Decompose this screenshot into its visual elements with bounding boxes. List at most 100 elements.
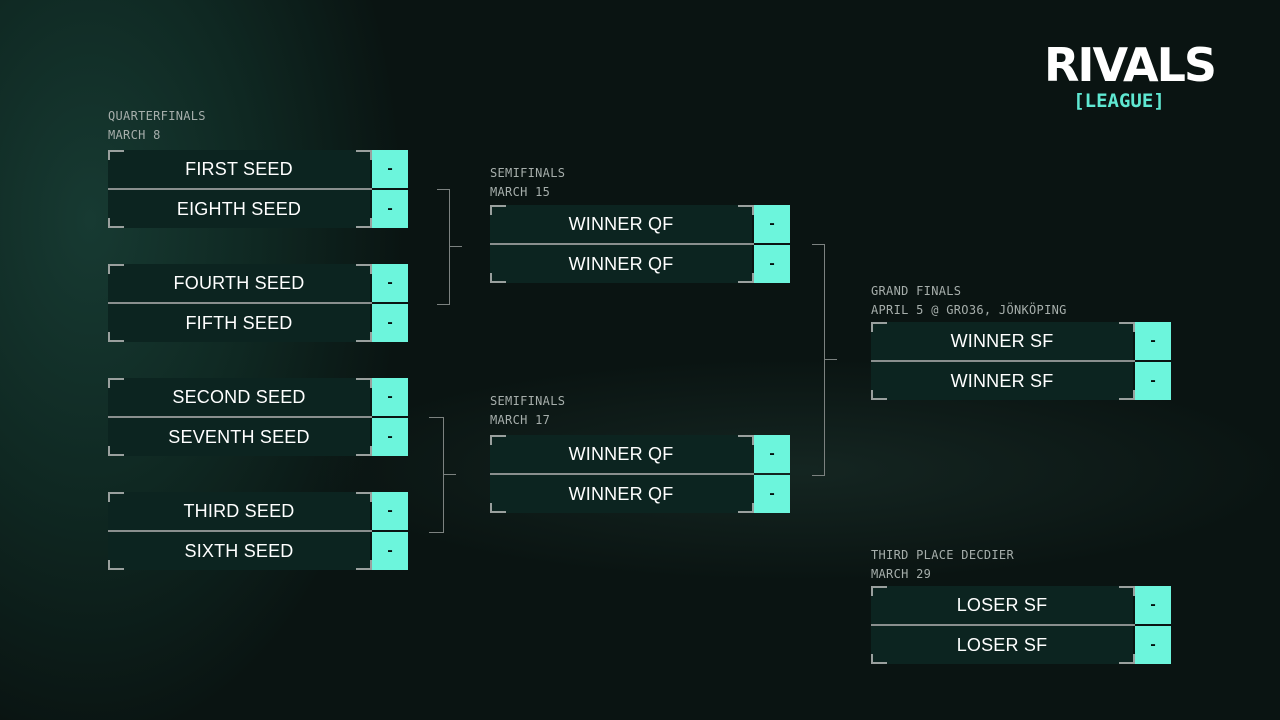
corner-bracket [871, 586, 887, 596]
team-row[interactable]: FIFTH SEED - [108, 304, 408, 342]
round-date: MARCH 8 [108, 128, 161, 142]
connector-stub [444, 474, 456, 475]
corner-bracket [108, 560, 124, 570]
corner-bracket [108, 218, 124, 228]
logo-sub: [LEAGUE] [1073, 90, 1165, 112]
team-name: FIFTH SEED [108, 304, 370, 342]
team-name: LOSER SF [871, 626, 1133, 664]
team-row[interactable]: EIGHTH SEED - [108, 190, 408, 228]
round-label-third: THIRD PLACE DECDIER MARCH 29 [871, 546, 1014, 584]
corner-bracket [738, 205, 754, 215]
connector-stub [825, 359, 837, 360]
team-score: - [1135, 322, 1171, 360]
match-card[interactable]: FIRST SEED - EIGHTH SEED - [108, 150, 408, 228]
round-date: MARCH 17 [490, 413, 551, 427]
corner-bracket [490, 273, 506, 283]
round-label-qf: QUARTERFINALS MARCH 8 [108, 107, 206, 145]
corner-bracket [108, 332, 124, 342]
logo-main: RIVALS [1044, 38, 1217, 92]
match-card[interactable]: WINNER QF - WINNER QF - [490, 205, 790, 283]
connector-qf-bottom [429, 417, 444, 533]
team-name: FIRST SEED [108, 150, 370, 188]
corner-bracket [490, 205, 506, 215]
round-title: SEMIFINALS [490, 166, 566, 180]
match-card[interactable]: SECOND SEED - SEVENTH SEED - [108, 378, 408, 456]
team-score: - [754, 245, 790, 283]
match-card[interactable]: WINNER SF - WINNER SF - [871, 322, 1171, 400]
connector-stub [450, 246, 462, 247]
team-score: - [754, 435, 790, 473]
team-row[interactable]: WINNER QF - [490, 475, 790, 513]
team-name: SECOND SEED [108, 378, 370, 416]
team-score: - [372, 418, 408, 456]
team-name: SEVENTH SEED [108, 418, 370, 456]
round-date: APRIL 5 @ GRO36, JÖNKÖPING [871, 303, 1067, 317]
corner-bracket [108, 264, 124, 274]
round-title: GRAND FINALS [871, 284, 962, 298]
team-row[interactable]: SEVENTH SEED - [108, 418, 408, 456]
team-score: - [372, 190, 408, 228]
match-card[interactable]: WINNER QF - WINNER QF - [490, 435, 790, 513]
match-card[interactable]: THIRD SEED - SIXTH SEED - [108, 492, 408, 570]
round-title: THIRD PLACE DECDIER [871, 548, 1014, 562]
team-score: - [1135, 626, 1171, 664]
connector-sf [812, 244, 825, 476]
team-row[interactable]: WINNER QF - [490, 435, 790, 473]
corner-bracket [356, 492, 372, 502]
team-name: EIGHTH SEED [108, 190, 370, 228]
match-card[interactable]: FOURTH SEED - FIFTH SEED - [108, 264, 408, 342]
corner-bracket [871, 322, 887, 332]
team-score: - [754, 205, 790, 243]
team-name: WINNER QF [490, 205, 752, 243]
team-row[interactable]: FOURTH SEED - [108, 264, 408, 302]
round-title: SEMIFINALS [490, 394, 566, 408]
corner-bracket [1119, 654, 1135, 664]
corner-bracket [356, 218, 372, 228]
corner-bracket [356, 446, 372, 456]
row-divider [108, 530, 372, 532]
team-name: FOURTH SEED [108, 264, 370, 302]
team-row[interactable]: WINNER QF - [490, 205, 790, 243]
row-divider [108, 188, 372, 190]
team-name: THIRD SEED [108, 492, 370, 530]
team-row[interactable]: WINNER QF - [490, 245, 790, 283]
corner-bracket [356, 332, 372, 342]
team-row[interactable]: LOSER SF - [871, 586, 1171, 624]
corner-bracket [108, 492, 124, 502]
team-score: - [1135, 586, 1171, 624]
round-date: MARCH 29 [871, 567, 932, 581]
team-row[interactable]: WINNER SF - [871, 322, 1171, 360]
row-divider [490, 473, 754, 475]
team-score: - [754, 475, 790, 513]
team-name: WINNER SF [871, 322, 1133, 360]
round-date: MARCH 15 [490, 185, 551, 199]
corner-bracket [738, 435, 754, 445]
team-name: LOSER SF [871, 586, 1133, 624]
team-score: - [372, 264, 408, 302]
team-row[interactable]: SIXTH SEED - [108, 532, 408, 570]
corner-bracket [871, 390, 887, 400]
team-row[interactable]: WINNER SF - [871, 362, 1171, 400]
corner-bracket [108, 446, 124, 456]
corner-bracket [356, 560, 372, 570]
corner-bracket [356, 378, 372, 388]
round-title: QUARTERFINALS [108, 109, 206, 123]
team-row[interactable]: THIRD SEED - [108, 492, 408, 530]
row-divider [490, 243, 754, 245]
round-label-sf1: SEMIFINALS MARCH 15 [490, 164, 565, 202]
corner-bracket [356, 150, 372, 160]
corner-bracket [108, 378, 124, 388]
row-divider [871, 624, 1135, 626]
team-row[interactable]: SECOND SEED - [108, 378, 408, 416]
team-name: WINNER SF [871, 362, 1133, 400]
team-row[interactable]: LOSER SF - [871, 626, 1171, 664]
row-divider [871, 360, 1135, 362]
corner-bracket [1119, 586, 1135, 596]
round-label-gf: GRAND FINALS APRIL 5 @ GRO36, JÖNKÖPING [871, 282, 1067, 320]
team-row[interactable]: FIRST SEED - [108, 150, 408, 188]
team-name: SIXTH SEED [108, 532, 370, 570]
corner-bracket [738, 273, 754, 283]
match-card[interactable]: LOSER SF - LOSER SF - [871, 586, 1171, 664]
connector-qf-top [437, 189, 450, 305]
team-score: - [372, 304, 408, 342]
